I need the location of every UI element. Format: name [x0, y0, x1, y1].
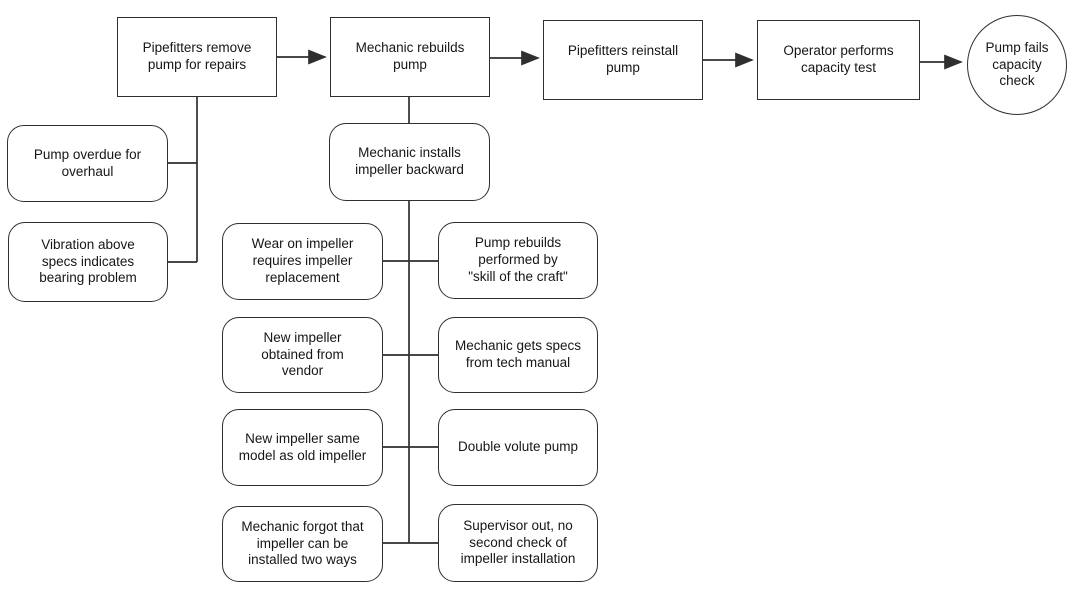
node-pump-fails-capacity-check: Pump fails capacity check [967, 15, 1067, 115]
left-cause-spine [168, 97, 198, 263]
node-label: Double volute pump [457, 439, 579, 455]
center-cause-spine [383, 97, 438, 544]
cond-pump-overdue-overhaul: Pump overdue for overhaul [7, 125, 168, 202]
node-mechanic-rebuilds-pump: Mechanic rebuilds pump [330, 17, 490, 97]
node-label: Supervisor out, no second check of impel… [460, 517, 576, 567]
node-pipefitters-reinstall-pump: Pipefitters reinstall pump [543, 20, 703, 100]
cond-vibration-bearing-problem: Vibration above specs indicates bearing … [8, 222, 168, 302]
cond-skill-of-the-craft: Pump rebuilds performed by "skill of the… [438, 222, 598, 299]
node-label: Pipefitters reinstall pump [567, 43, 679, 75]
cond-double-volute-pump: Double volute pump [438, 409, 598, 486]
cond-new-impeller-from-vendor: New impeller obtained from vendor [222, 317, 383, 393]
node-label: Pump rebuilds performed by "skill of the… [468, 235, 568, 284]
node-label: New impeller same model as old impeller [238, 430, 367, 463]
node-label: Mechanic forgot that impeller can be ins… [241, 518, 364, 568]
cond-specs-from-tech-manual: Mechanic gets specs from tech manual [438, 317, 598, 393]
cond-supervisor-out-no-check: Supervisor out, no second check of impel… [438, 504, 598, 582]
node-label: Wear on impeller requires impeller repla… [251, 236, 354, 285]
node-label: Pump overdue for overhaul [33, 146, 142, 179]
node-label: Mechanic gets specs from tech manual [454, 338, 582, 370]
node-pipefitters-remove-pump: Pipefitters remove pump for repairs [117, 17, 277, 97]
node-label: Mechanic installs impeller backward [355, 145, 464, 177]
node-label: Operator performs capacity test [783, 43, 894, 75]
node-label: Mechanic rebuilds pump [355, 40, 465, 72]
node-label: New impeller obtained from vendor [261, 329, 344, 379]
event-chain-arrows [277, 49, 963, 70]
cond-same-model-as-old: New impeller same model as old impeller [222, 409, 383, 486]
node-label: Pump fails capacity check [985, 39, 1049, 89]
cond-mechanic-forgot-two-ways: Mechanic forgot that impeller can be ins… [222, 506, 383, 582]
node-operator-capacity-test: Operator performs capacity test [757, 20, 920, 100]
cond-impeller-installed-backward: Mechanic installs impeller backward [329, 123, 490, 201]
cond-wear-requires-replacement: Wear on impeller requires impeller repla… [222, 223, 383, 300]
node-label: Vibration above specs indicates bearing … [39, 236, 137, 286]
node-label: Pipefitters remove pump for repairs [142, 40, 252, 72]
